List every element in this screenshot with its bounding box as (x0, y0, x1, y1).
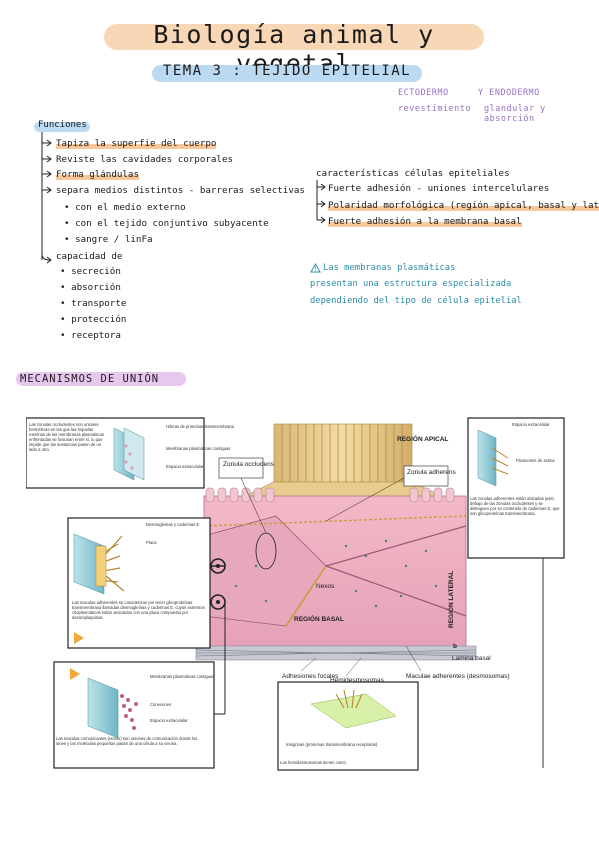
espacio-label: Espacio extracelular (166, 464, 204, 469)
page-title: Biología animal y vegetal (153, 20, 435, 78)
nexos-label: Nexos (316, 583, 335, 590)
epithelium-junctions-figure: REGIÓN APICAL REGIÓN LATERAL REGIÓN BASA… (26, 417, 565, 771)
funcion-subitem: • sangre / linFa (64, 234, 153, 245)
funcion-item: separa medios distintos - barreras selec… (56, 185, 305, 196)
funcion-subitem: • con el medio externo (64, 202, 186, 213)
funciones-bracket (41, 132, 52, 264)
hemidesmosomas-label: Hemidesmosomas (330, 677, 385, 684)
page-subtitle: TEMA 3 : TEJIDO EPITELIAL (162, 63, 412, 79)
caracteristica-item: Polaridad morfológica (región apical, ba… (328, 200, 599, 211)
funciones-heading: Funciones (38, 120, 87, 130)
funcion-item: Reviste las cavidades corporales (56, 154, 234, 165)
panel-hemidesmosomas: Integrinas (proteínas transmembrana rece… (277, 681, 419, 771)
caracteristica-item: Fuerte adhesión a la membrana basal (328, 216, 522, 227)
arrow-icon (70, 668, 80, 680)
origin-endodermo: Y ENDODERMO (478, 88, 540, 98)
caption-maculas-comunicantes: Las maculas comunicantes (nexos) son uni… (56, 736, 198, 746)
zonula-occludens-label: Zonula occludens (223, 461, 275, 468)
panel-maculas-adherentes: Desmogleínas y caderinas E Placa Las mac… (67, 517, 225, 649)
caracteristica-item: Fuerte adhesión - uniones intercelulares (328, 183, 550, 194)
mecanismos-heading: MECANISMOS DE UNIÓN (20, 373, 160, 385)
desmogleinas-label: Desmogleínas y caderinas E (146, 522, 200, 527)
funcion-subitem: • con el tejido conjuntivo subyacente (64, 218, 269, 229)
caption-maculas: Las maculas adherentes se caracterizan p… (72, 600, 205, 620)
region-apical-label: REGIÓN APICAL (397, 434, 448, 443)
caption-zonulas-adherentes: Las zonulas adherentes están ubicadas ju… (470, 496, 560, 516)
adhesiones-focales-label: Adhesiones focales (282, 673, 339, 680)
caption-hemidesmosomas: Los hemidesmosomas tienen como (280, 760, 346, 765)
caracteristicas-bracket (316, 180, 326, 224)
funciones-highlight (34, 122, 90, 132)
panel-zonula-occludens: Hileras de proteínas transmembrana Membr… (26, 417, 235, 489)
origin-glandular: glandular y absorción (484, 104, 546, 124)
capacidad-item: • receptora (60, 330, 121, 341)
placa-label: Placa (146, 540, 157, 545)
arrow-icon (74, 632, 84, 644)
subtitle-highlight (152, 65, 422, 82)
warning-line-2: presentan una estructura especializada (310, 279, 512, 289)
filamentos-label: Filamentos de actina (516, 458, 555, 463)
membranas-label: Membranas plasmáticas contiguas (166, 446, 230, 451)
espacio-extracelular-label: Espacio extracelular (150, 718, 188, 723)
region-lateral-label: REGIÓN LATERAL (446, 571, 455, 628)
zonula-adherens-label: Zonula adherens (407, 469, 457, 476)
origin-revestimiento: revestimiento (398, 104, 472, 114)
capacidad-item: • secreción (60, 266, 121, 277)
capacidad-item: • absorción (60, 282, 121, 293)
panel-zonula-adherens: Espacio extracelular Filamentos de actin… (467, 417, 565, 559)
espacio-extracelular-label-r: Espacio extracelular (512, 422, 550, 427)
panel-b-label: b (453, 643, 457, 650)
capacidad-item: • protección (60, 314, 127, 325)
mecanismos-highlight (16, 372, 186, 386)
origin-ectodermo: ECTODERMO (398, 88, 449, 98)
warning-line-1: Las membranas plasmáticas (323, 263, 456, 273)
funcion-item: Forma glándulas (56, 169, 139, 180)
lamina-basal-label: Lámina basal (452, 655, 491, 662)
capacidad-item: • transporte (60, 298, 127, 309)
funcion-item: Tapiza la superfie del cuerpo (56, 138, 217, 149)
maculae-label: Maculae adherentes (desmosomas) (406, 673, 510, 680)
caracteristicas-heading: características células epiteliales (316, 168, 510, 179)
integrinas-label: Integrinas (proteínas transmembrana rece… (286, 742, 378, 747)
epithelial-cells (195, 487, 477, 661)
hileras-label: Hileras de proteínas transmembrana (166, 424, 235, 429)
conexones-label: Conexones (150, 702, 171, 707)
microvilli-block (240, 423, 447, 499)
capacidad-heading: capacidad de (56, 251, 123, 262)
membranas-contiguas-label: Membranas plasmáticas contiguas (150, 674, 214, 679)
title-highlight (104, 24, 484, 50)
panel-maculas-comunicantes: Membranas plasmáticas contiguas Conexone… (53, 602, 226, 769)
svg-text:!: ! (314, 266, 316, 273)
warning-icon: ! (310, 263, 321, 273)
caption-zonulas-occludentes: Las zonulas occludentes son uniones herm… (29, 422, 104, 452)
warning-line-3: dependiendo del tipo de célula epitelial (310, 296, 522, 306)
region-basal-label: REGIÓN BASAL (294, 614, 344, 623)
